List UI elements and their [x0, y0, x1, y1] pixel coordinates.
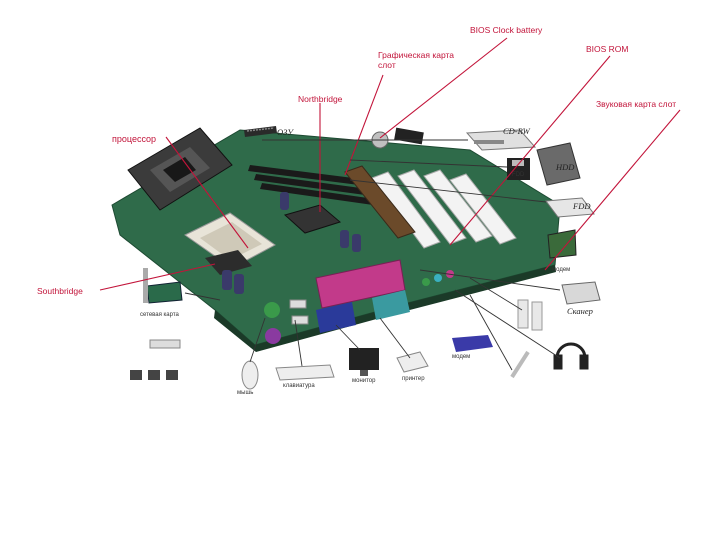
device-label-fdd-small: FDD	[512, 172, 525, 178]
label-bios-battery: BIOS Clock battery	[470, 25, 543, 35]
device-label-fdd: FDD	[573, 201, 591, 211]
ram-slots	[248, 165, 396, 208]
fdd-drive	[545, 197, 595, 218]
device-label-keyboard: клавиатура	[283, 383, 315, 389]
monitor-device	[349, 348, 379, 376]
device-label-cdrw: CD-RW	[503, 126, 530, 136]
headphones	[553, 342, 589, 370]
fdd-disk	[507, 158, 530, 180]
speakers	[517, 299, 543, 331]
printer-device	[396, 351, 429, 373]
bios-rom-chip	[394, 127, 424, 145]
ps2-port-purple	[265, 328, 281, 344]
device-label-network-card: сетевая карта	[140, 312, 179, 318]
device-label-modem-external: модем	[452, 354, 471, 360]
label-bios-rom: BIOS ROM	[586, 44, 629, 54]
northbridge-chip	[283, 204, 342, 234]
capacitors	[222, 192, 361, 294]
hdd-device	[536, 142, 581, 186]
agp-slot	[344, 165, 416, 239]
device-label-ram: ОЗУ	[277, 127, 293, 137]
label-southbridge: Southbridge	[37, 286, 83, 296]
device-lines	[184, 139, 561, 371]
serial-port	[372, 290, 410, 320]
device-label-scanner: Сканер	[567, 306, 593, 316]
device-label-modem-card: модем	[552, 267, 571, 273]
label-sound-slot: Звуковая карта слот	[596, 99, 677, 109]
vga-port	[316, 302, 356, 333]
device-label-hdd: HDD	[556, 162, 575, 172]
leader-lines	[99, 37, 681, 291]
device-label-printer: принтер	[402, 376, 425, 382]
network-card	[143, 268, 183, 304]
mouse-device	[241, 360, 259, 390]
modem-card	[547, 229, 577, 259]
cdrw-drive	[465, 129, 537, 151]
ps2-port-green	[264, 302, 280, 318]
network-hub	[130, 339, 181, 380]
device-label-monitor: монитор	[352, 378, 376, 384]
cpu-chip	[127, 127, 233, 211]
motherboard-shadow	[214, 265, 556, 352]
label-northbridge: Northbridge	[298, 94, 343, 104]
microphone	[510, 350, 530, 379]
label-graphics-slot: Графическая карта слот	[378, 50, 455, 70]
pci-slots	[371, 169, 517, 249]
scanner-device	[561, 281, 601, 305]
usb-ports	[289, 299, 309, 325]
ram-module	[244, 126, 277, 137]
modem-external	[452, 335, 493, 352]
device-label-mouse: мышь	[237, 390, 254, 396]
keyboard-device	[275, 364, 335, 381]
label-cpu: процессор	[112, 134, 157, 144]
southbridge-chip	[205, 250, 252, 275]
audio-jacks	[422, 270, 454, 286]
